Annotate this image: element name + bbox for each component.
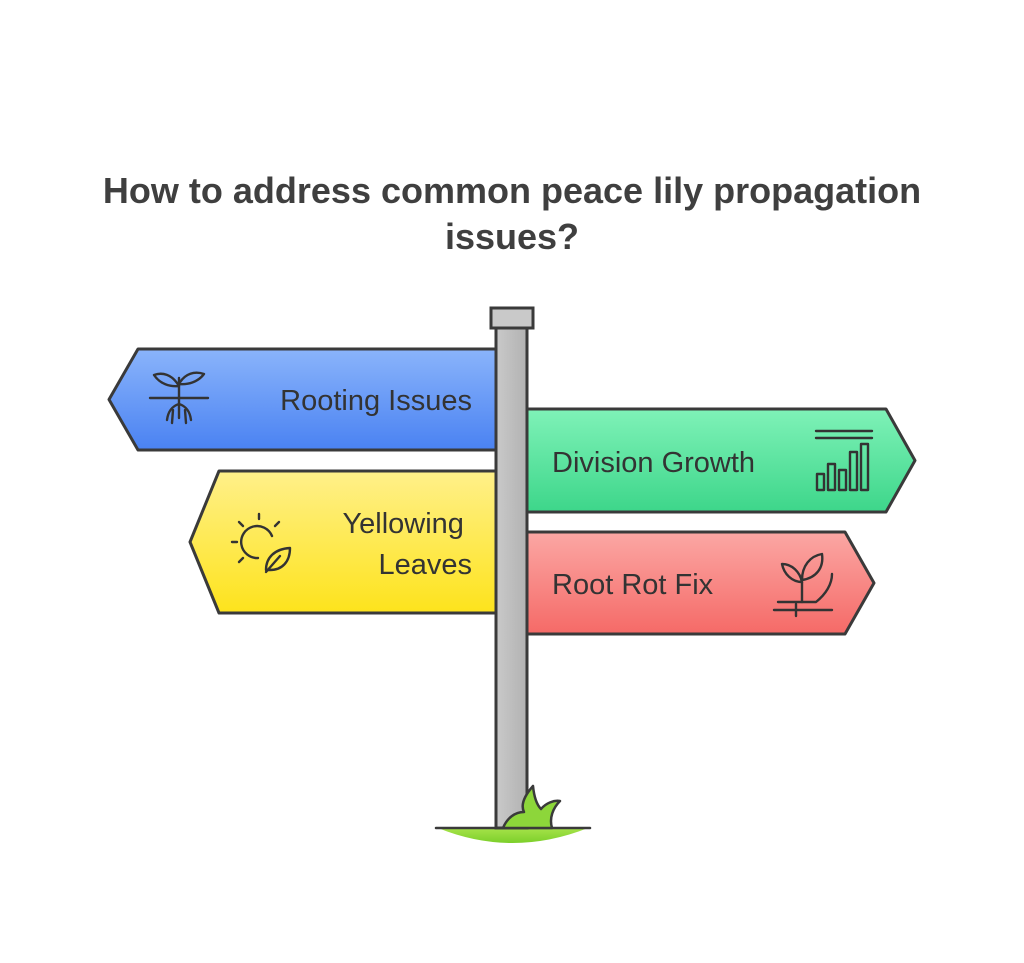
signpost-pole (494, 326, 529, 830)
seedling-slope-icon (772, 552, 834, 618)
bar-chart-icon (814, 429, 874, 492)
sign-label-root-rot-fix: Root Rot Fix (552, 569, 714, 601)
sign-arrow-blue (107, 347, 498, 452)
sign-label-yellowing-leaves: Yellowing Leaves (342, 508, 472, 581)
sign-label-rooting-issues: Rooting Issues (280, 385, 472, 417)
sign-division-growth: Division Growth (525, 407, 917, 514)
page-title: How to address common peace lily propaga… (102, 170, 922, 257)
sign-rooting-issues: Rooting Issues (107, 347, 498, 452)
sign-yellowing-leaves: Yellowing Leaves (188, 469, 498, 615)
sprout-roots-icon (148, 371, 210, 425)
sign-label-line-2: Leaves (378, 549, 472, 581)
sign-label-line-1: Yellowing (342, 508, 463, 540)
signpost-cap (489, 306, 535, 330)
grass-tuft-icon (501, 784, 562, 830)
sign-arrow-red (525, 530, 876, 636)
sign-root-rot-fix: Root Rot Fix (525, 530, 876, 636)
sun-leaf-icon (230, 512, 292, 574)
sign-label-division-growth: Division Growth (552, 447, 755, 479)
grass-mound (438, 828, 588, 843)
sign-arrow-yellow (188, 469, 498, 615)
